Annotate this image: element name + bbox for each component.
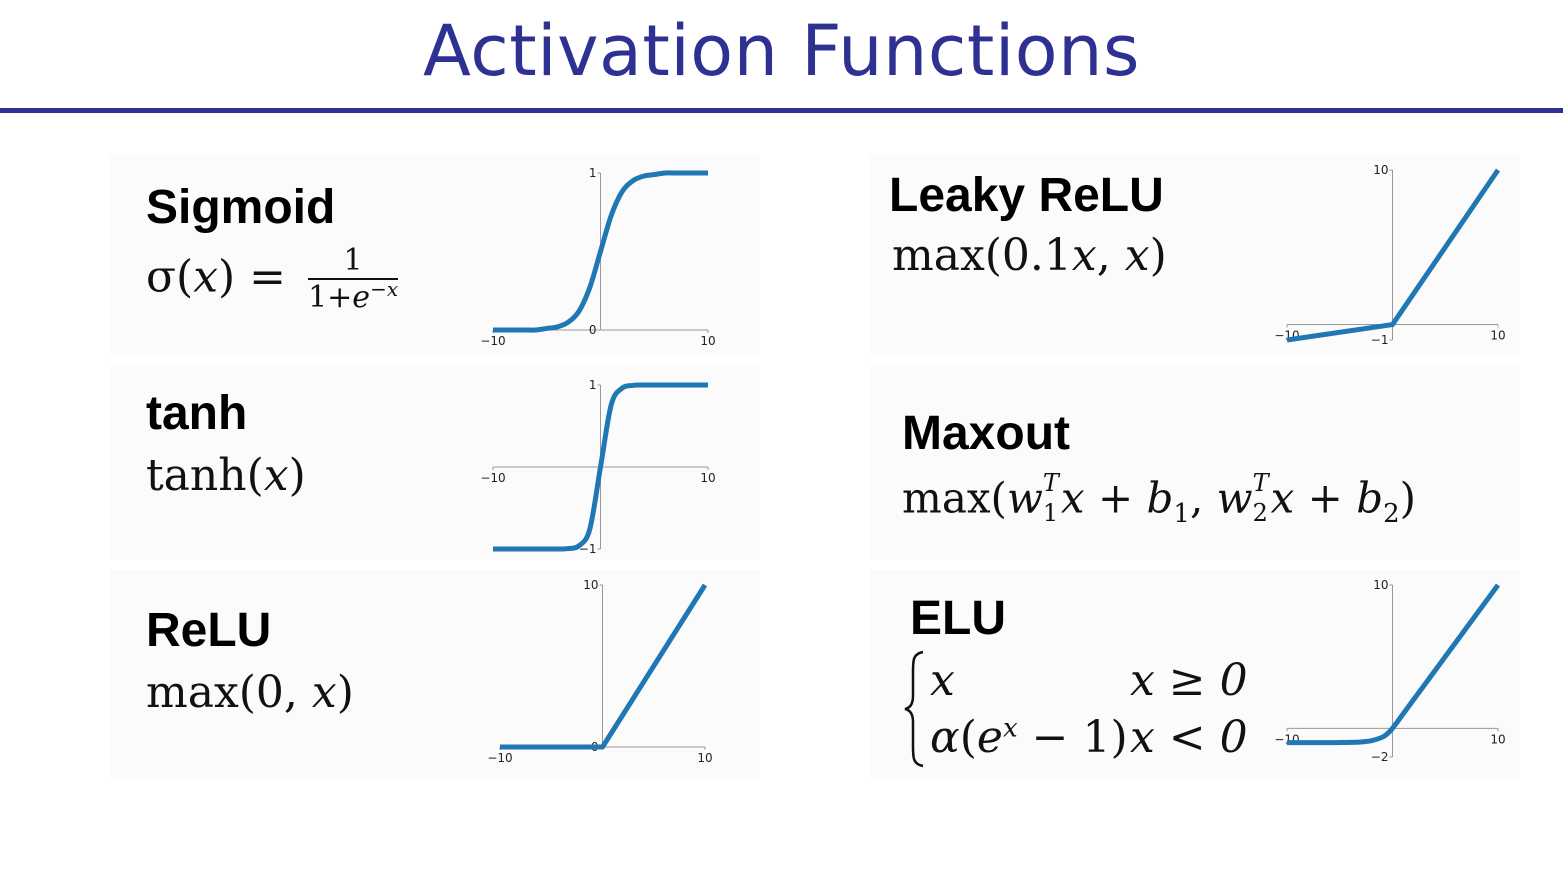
sigmoid-x: x xyxy=(193,251,219,303)
y-tick-label: −2 xyxy=(1371,750,1389,764)
elu-case2-cond: x < 0 xyxy=(1130,712,1248,763)
elu-case1-x: x xyxy=(930,655,955,706)
elu-e: e xyxy=(976,712,1003,763)
leaky-x2: x xyxy=(1124,230,1150,281)
elu-case1-cond: x ≥ 0 xyxy=(1130,655,1248,706)
tanh-fn: tanh( xyxy=(146,450,264,501)
leaky-fn: max(0.1 xyxy=(892,230,1072,281)
leaky-close: ) xyxy=(1149,230,1167,281)
comma: , xyxy=(1189,473,1217,523)
w1-T: T xyxy=(1042,469,1059,497)
leaky-relu-panel xyxy=(870,155,1520,355)
sigmoid-denominator: 1+e−x xyxy=(308,277,399,316)
leaky-comma: , xyxy=(1096,230,1125,281)
elu-case1-expr: x xyxy=(930,655,955,707)
relu-x: x xyxy=(311,667,337,718)
x-tick-label: −10 xyxy=(480,334,505,348)
x-tick-label: 10 xyxy=(700,334,715,348)
relu-close: ) xyxy=(336,667,354,718)
tanh-x: x xyxy=(263,450,289,501)
tanh-close: ) xyxy=(288,450,306,501)
title-divider xyxy=(0,108,1563,113)
x2: x xyxy=(1270,473,1295,523)
x-tick-label: −10 xyxy=(480,471,505,485)
tanh-heading: tanh xyxy=(146,387,248,440)
den-e: e xyxy=(352,280,371,315)
sigmoid-eq: ) = xyxy=(218,251,287,303)
x-tick-label: 10 xyxy=(697,751,712,765)
maxout-max: max( xyxy=(902,473,1007,523)
elu-panel xyxy=(870,570,1520,780)
y-tick-label: 1 xyxy=(589,378,597,392)
sigmoid-panel xyxy=(110,155,760,355)
relu-formula: max(0, x) xyxy=(146,667,354,719)
maxout-heading: Maxout xyxy=(902,407,1070,460)
sigmoid-lhs: σ( xyxy=(146,251,194,303)
leaky-relu-heading: Leaky ReLU xyxy=(889,169,1164,222)
y-tick-label: 0 xyxy=(589,323,597,337)
tanh-panel xyxy=(110,365,760,560)
elu-open: ( xyxy=(959,712,977,763)
slide-title: Activation Functions xyxy=(423,10,1140,92)
maxout-close: ) xyxy=(1399,473,1417,523)
den-prefix: 1+ xyxy=(308,280,353,315)
plus2: + xyxy=(1294,473,1357,523)
x-tick-label: 10 xyxy=(700,471,715,485)
y-tick-label: 10 xyxy=(1373,163,1388,177)
x1: x xyxy=(1060,473,1085,523)
maxout-panel xyxy=(870,365,1520,560)
elu-exp: x xyxy=(1002,713,1018,744)
elu-alpha: α xyxy=(930,712,960,763)
den-exp: −x xyxy=(370,277,399,301)
relu-heading: ReLU xyxy=(146,604,272,657)
sigmoid-curve xyxy=(493,170,708,333)
elu-curve xyxy=(1287,583,1501,746)
y-tick-label: 10 xyxy=(1373,578,1388,592)
elu-heading: ELU xyxy=(910,592,1006,645)
elu-case2-expr: α(ex − 1) xyxy=(930,712,1128,764)
y-tick-label: 1 xyxy=(589,166,597,180)
x-tick-label: 10 xyxy=(1490,329,1505,343)
b1: b xyxy=(1146,473,1174,523)
sigmoid-plot: −10 10 0 1 xyxy=(480,166,715,348)
sigmoid-numerator: 1 xyxy=(308,244,399,280)
b2-sub: 2 xyxy=(1383,499,1400,529)
w2-sub: 2 xyxy=(1252,499,1268,527)
leaky-x1: x xyxy=(1071,230,1097,281)
leaky-relu-formula: max(0.1x, x) xyxy=(892,230,1167,282)
b1-sub: 1 xyxy=(1173,499,1190,529)
relu-curve xyxy=(500,583,708,750)
tanh-curve xyxy=(492,382,708,552)
elu-brace xyxy=(904,650,924,768)
w2: w xyxy=(1216,473,1253,523)
relu-fn: max(0, xyxy=(146,667,312,718)
y-tick-label: −1 xyxy=(1371,333,1389,347)
w1-sub: 1 xyxy=(1042,499,1059,527)
b2: b xyxy=(1356,473,1384,523)
relu-panel xyxy=(110,570,760,780)
leaky_relu-curve xyxy=(1286,168,1501,343)
elu-rest: − 1) xyxy=(1017,712,1128,763)
sigmoid-heading: Sigmoid xyxy=(146,181,336,234)
tanh-formula: tanh(x) xyxy=(146,450,306,502)
w1: w xyxy=(1006,473,1043,523)
sigmoid-fraction: 1 1+e−x xyxy=(308,244,399,316)
sigmoid-formula: σ(x) = 1 1+e−x xyxy=(146,244,399,316)
w2-T: T xyxy=(1252,469,1269,497)
plus1: + xyxy=(1084,473,1147,523)
y-tick-label: 10 xyxy=(583,578,598,592)
x-tick-label: 10 xyxy=(1490,732,1505,746)
x-tick-label: −10 xyxy=(487,751,512,765)
